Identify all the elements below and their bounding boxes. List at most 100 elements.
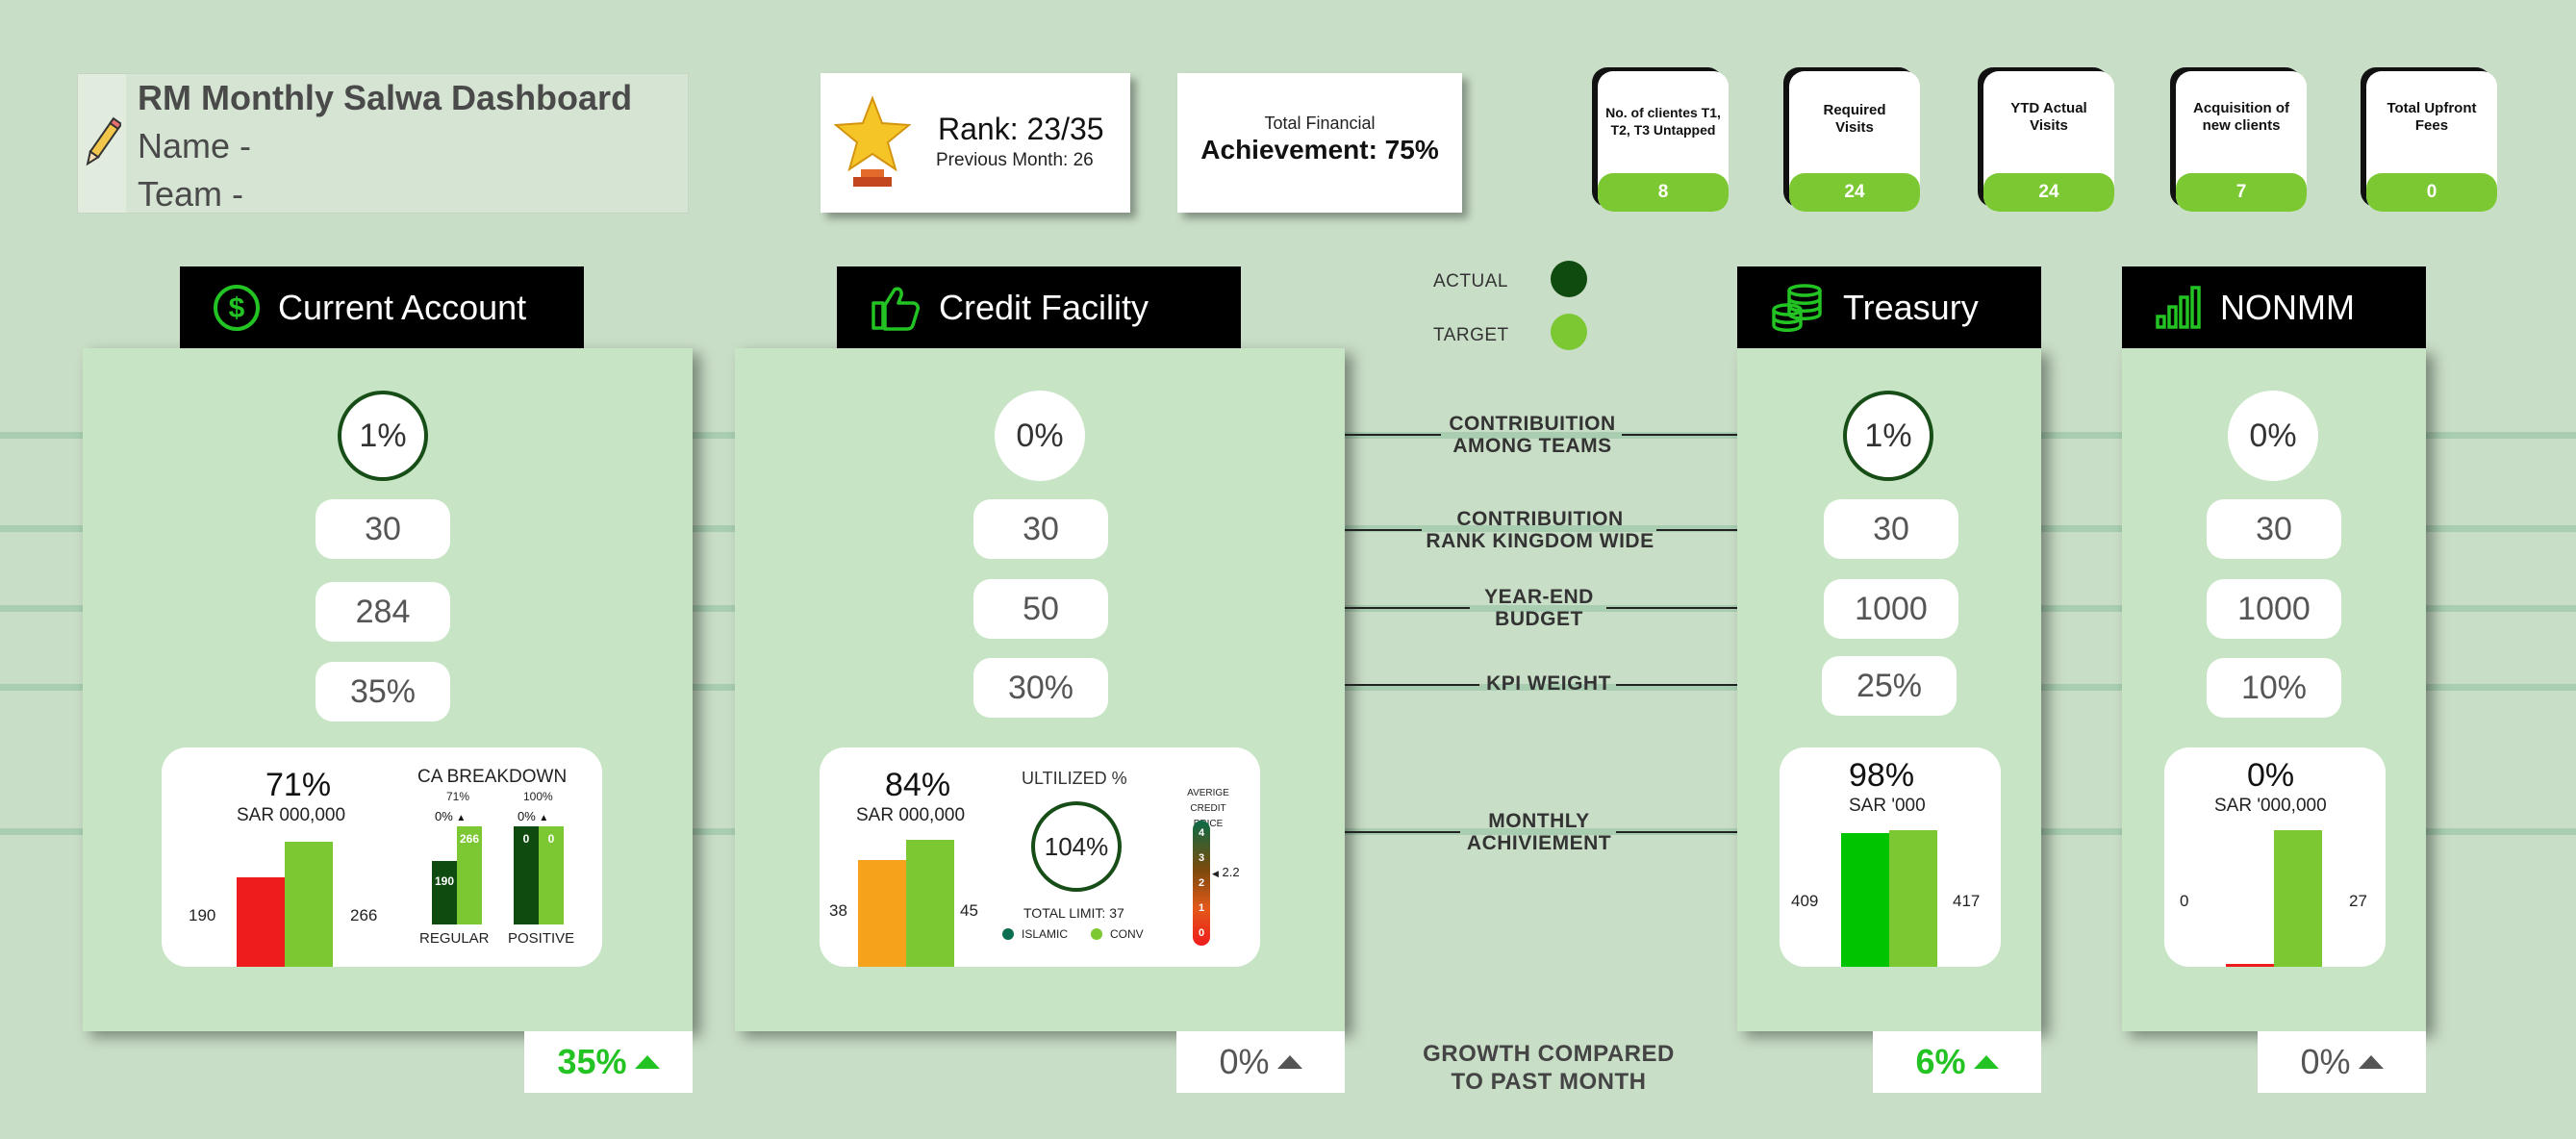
ca-regular-growth: 0% [435,809,453,823]
ca-target-bar [285,842,333,967]
cf-growth-value: 0% [1219,1042,1270,1081]
nm-kpi-weight: 10% [2207,658,2341,718]
connector-line [1616,831,1737,833]
kpi-label: No. of clientes T1, T2, T3 Untapped [1605,105,1721,138]
ca-growth: 35% [524,1031,693,1093]
ca-positive-actual-bar: 0 [514,826,539,924]
ca-achievement-pct: 71% [265,767,332,803]
islamic-dot [1002,928,1014,940]
kpi-label: Total Upfront Fees [2387,100,2477,134]
cf-achievement-card: 84% SAR 000,000 38 45 ULTILIZED % 104% T… [820,747,1260,967]
cf-price-value: ◀ 2.2 [1212,865,1240,879]
cf-unit: SAR 000,000 [856,805,966,825]
kpi-label: Required Visits [1823,102,1886,136]
connector-line [1616,684,1737,686]
cf-growth: 0% [1176,1031,1345,1093]
cf-total-limit: TOTAL LIMIT: 37 [1023,905,1124,921]
dollar-icon: $ [214,284,260,331]
total-achievement-card: Total Financial Achievement: 75% [1177,73,1462,213]
kpi-value: 8 [1598,173,1729,212]
cf-rank: 30 [973,499,1108,559]
legend-actual-dot [1551,261,1587,297]
nonmm-header: NONMM [2122,266,2426,348]
current-account-header: $ Current Account [180,266,584,348]
cf-target-label: 45 [960,901,978,920]
ca-regular-pct: 71% [446,790,470,803]
connector-line [1622,434,1737,436]
cf-achievement-pct: 84% [885,767,951,803]
page-title: RM Monthly Salwa Dashboard [138,78,633,117]
ca-unit: SAR 000,000 [237,805,346,825]
tr-contribution: 1% [1843,391,1933,481]
dashboard-title-box: RM Monthly Salwa Dashboard Name - Team - [77,73,689,214]
connector-line [1606,607,1737,609]
tr-achievement-pct: 98% [1849,757,1915,794]
treasury-header: Treasury [1737,266,2041,348]
cf-utilized-title: ULTILIZED % [1022,769,1127,788]
tr-growth-value: 6% [1915,1042,1966,1081]
ca-regular-actual-bar: 190 [432,861,457,924]
pencil-icon [78,74,126,213]
kpi-value: 7 [2176,173,2307,212]
rm-name-label: Name - [138,126,252,165]
ca-breakdown-title: CA BREAKDOWN [417,767,568,787]
nm-actual-label: 0 [2180,892,2189,910]
treasury-panel: 1% 30 1000 25% 98% SAR '000 409 417 [1737,348,2041,1031]
label-kpi-weight: KPI WEIGHT [1486,672,1611,695]
ca-positive-label: POSITIVE [508,930,575,947]
cf-actual-label: 38 [829,901,847,920]
ca-achievement-card: 71% SAR 000,000 190 266 CA BREAKDOWN 71%… [162,747,602,967]
svg-text:$: $ [229,292,245,324]
tr-target-bar [1889,830,1937,967]
connector-line [1345,684,1479,686]
nm-target-label: 27 [2349,892,2367,910]
nm-contribution: 0% [2228,391,2318,481]
cf-target-bar [906,840,954,967]
up-arrow-icon [2358,1055,2384,1069]
tr-budget: 1000 [1824,579,1958,639]
tr-kpi-weight: 25% [1822,656,1957,716]
bar-chart-icon [2156,285,2201,329]
treasury-title: Treasury [1843,287,1979,327]
credit-facility-header: Credit Facility [837,266,1241,348]
nm-unit: SAR '000,000 [2214,796,2327,816]
kpi-value: 0 [2366,173,2497,212]
legend-target-label: TARGET [1433,325,1509,345]
cf-utilized-value: 104% [1031,801,1122,892]
ca-positive-target-bar: 0 [539,826,564,924]
kpi-card-untapped: No. of clientes T1, T2, T3 Untapped 8 [1592,67,1729,214]
coins-icon [1772,283,1822,332]
cf-contribution: 0% [995,391,1085,481]
up-arrow-icon [1973,1055,1999,1069]
credit-facility-panel: 0% 30 50 30% 84% SAR 000,000 38 45 ULTIL… [735,348,1345,1031]
ca-budget: 284 [316,582,450,642]
ca-actual-label: 190 [189,906,216,924]
achievement-label: Total Financial [1264,114,1376,133]
team-label: Team - [138,174,244,214]
ca-regular-label: REGULAR [419,930,490,947]
cf-kpi-weight: 30% [973,658,1108,718]
tr-target-label: 417 [1953,892,1981,910]
tr-actual-bar [1841,833,1889,967]
ca-regular-target-bar: 266 [457,826,482,924]
kpi-value: 24 [1983,173,2114,212]
current-account-panel: 1% 30 284 35% 71% SAR 000,000 190 266 CA… [83,348,693,1031]
up-arrow-icon [634,1055,660,1069]
nm-growth-value: 0% [2300,1042,2351,1081]
up-arrow-icon [1276,1055,1302,1069]
tr-rank: 30 [1824,499,1958,559]
ca-actual-bar [237,877,285,967]
connector-line [1345,607,1470,609]
cf-actual-bar [858,860,906,967]
cf-budget: 50 [973,579,1108,639]
tr-achievement-card: 98% SAR '000 409 417 [1780,747,2001,967]
achievement-value: Achievement: 75% [1200,135,1439,165]
nm-achievement-card: 0% SAR '000,000 0 27 [2164,747,2386,967]
nm-budget: 1000 [2207,579,2341,639]
ca-growth-value: 35% [557,1042,627,1081]
